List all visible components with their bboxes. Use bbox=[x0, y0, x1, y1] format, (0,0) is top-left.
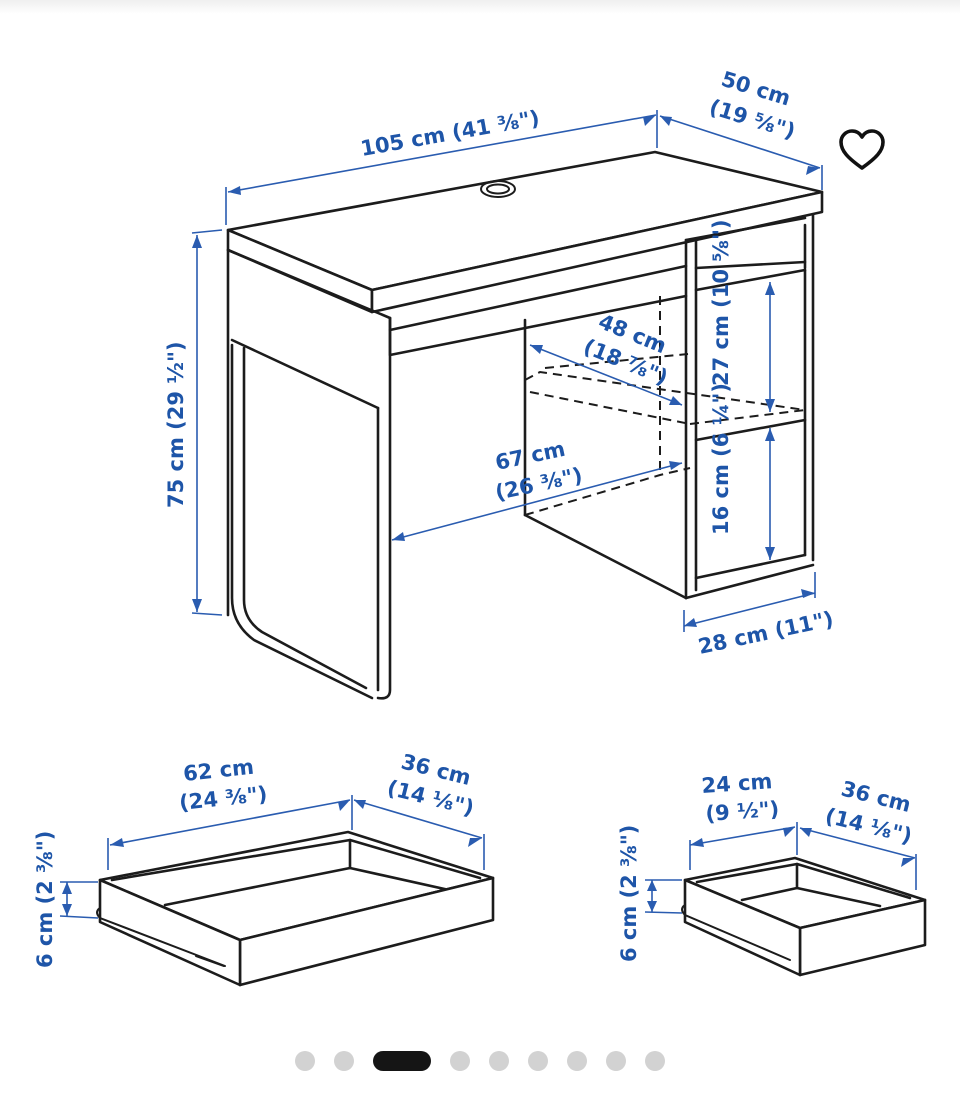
label-upper-compartment: 27 cm (10 ⅝") bbox=[709, 219, 733, 386]
large-drawer-drawing bbox=[96, 830, 495, 987]
carousel-dot[interactable] bbox=[450, 1051, 470, 1071]
carousel-dot[interactable] bbox=[489, 1051, 509, 1071]
small-drawer-drawing bbox=[681, 856, 927, 977]
label-small-drawer-height: 6 cm (2 ⅜") bbox=[617, 825, 641, 962]
carousel-dot[interactable] bbox=[334, 1051, 354, 1071]
label-small-drawer-width-in: (9 ½") bbox=[705, 797, 780, 826]
label-large-drawer-width-cm: 62 cm bbox=[182, 755, 255, 786]
carousel-dot[interactable] bbox=[645, 1051, 665, 1071]
carousel-dot[interactable] bbox=[295, 1051, 315, 1071]
label-cabinet-width: 28 cm (11") bbox=[696, 607, 836, 659]
label-small-drawer-width-cm: 24 cm bbox=[701, 769, 773, 798]
label-large-drawer-height: 6 cm (2 ⅜") bbox=[33, 831, 57, 968]
top-gradient bbox=[0, 0, 960, 14]
carousel-dot[interactable] bbox=[567, 1051, 587, 1071]
heart-outline-icon[interactable] bbox=[838, 128, 886, 172]
carousel-pagination bbox=[0, 1049, 960, 1073]
desk-drawing bbox=[226, 150, 824, 700]
carousel-dot[interactable] bbox=[606, 1051, 626, 1071]
carousel-dot-active[interactable] bbox=[373, 1051, 431, 1071]
label-height-total: 75 cm (29 ½") bbox=[164, 341, 188, 508]
label-large-drawer-width-in: (24 ⅜") bbox=[178, 782, 268, 815]
carousel-dot[interactable] bbox=[528, 1051, 548, 1071]
dimension-lines bbox=[59, 110, 917, 919]
label-lower-compartment: 16 cm (6 ¼") bbox=[709, 383, 733, 535]
favorite-heart-svg bbox=[839, 129, 885, 170]
